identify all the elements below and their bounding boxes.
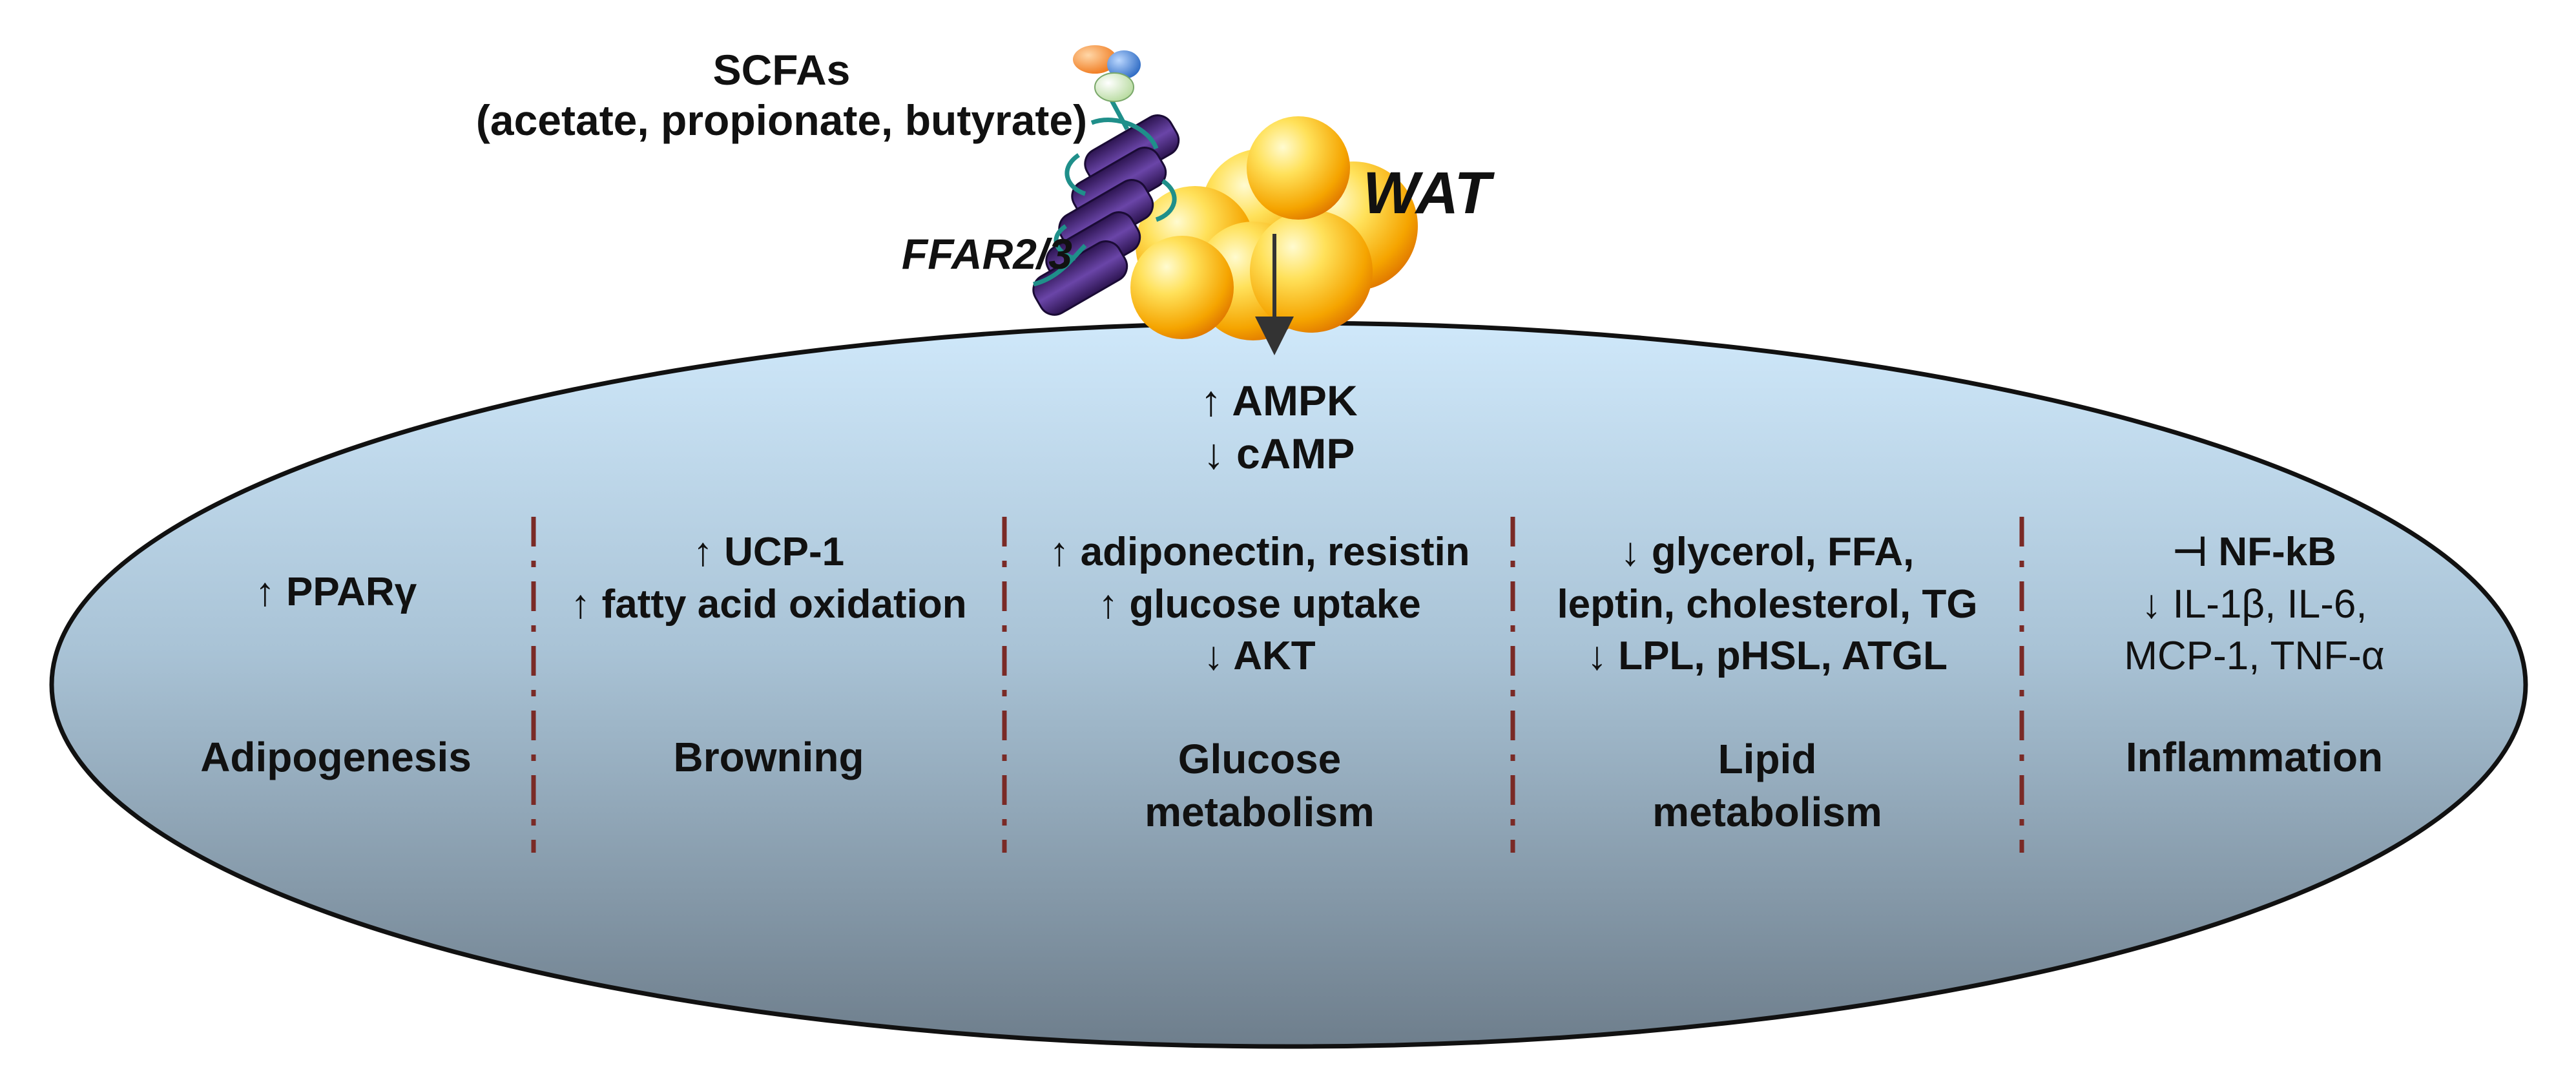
effect-line: ↓ LPL, pHSL, ATGL (1587, 634, 1948, 679)
adipocyte-cluster-icon (1130, 116, 1418, 340)
category-line: metabolism (1145, 788, 1375, 835)
adipogenesis-category: Adipogenesis (123, 733, 549, 782)
category-line: metabolism (1652, 788, 1882, 835)
effect-line: ↑ adiponectin, resistin (1049, 530, 1470, 574)
effect-line: ↓ AKT (1203, 634, 1316, 679)
scfas-subtitle: (acetate, propionate, butyrate) (475, 96, 1088, 144)
effect-line: MCP-1, TNF-α (2124, 634, 2385, 679)
browning-effects: ↑ UCP-1 ↑ fatty acid oxidation (536, 526, 1001, 630)
category-line: Inflammation (2125, 734, 2384, 780)
ampk-line: ↑ AMPK (1200, 377, 1358, 424)
category-line: Adipogenesis (200, 734, 472, 780)
effect-line: ↑ PPARγ (254, 570, 417, 614)
receptor-label: FFAR2/3 (901, 230, 1072, 278)
browning-category: Browning (536, 733, 1001, 782)
effect-line: ↑ fatty acid oxidation (570, 581, 967, 627)
effect-line: ↓ IL-1β, IL-6, (2141, 581, 2367, 627)
lipid-effects: ↓ glycerol, FFA, leptin, cholesterol, TG… (1515, 526, 2019, 683)
scfas-label: SCFAs (acetate, propionate, butyrate) (446, 45, 1117, 146)
category-line: Browning (673, 734, 864, 780)
effect-line: leptin, cholesterol, TG (1557, 581, 1978, 627)
scfa-ligand-icon (1073, 45, 1141, 130)
category-line: Lipid (1718, 736, 1817, 782)
effect-line: ↑ glucose uptake (1098, 581, 1421, 627)
effect-line: ↓ glycerol, FFA, (1620, 530, 1915, 574)
category-line: Glucose (1178, 736, 1342, 782)
camp-line: ↓ cAMP (1203, 429, 1355, 477)
inflammation-effects: ⊣ NF-kB ↓ IL-1β, IL-6, MCP-1, TNF-α (2028, 526, 2480, 683)
ffar-receptor-icon (1032, 114, 1180, 316)
adipogenesis-effects: ↑ PPARγ (149, 568, 523, 616)
glucose-category: Glucose metabolism (1008, 733, 1511, 839)
effect-line: ↑ UCP-1 (692, 530, 845, 574)
signal-cascade: ↑ AMPK ↓ cAMP (1085, 375, 1473, 481)
scfas-title: SCFAs (712, 46, 851, 94)
lipid-category: Lipid metabolism (1515, 733, 2019, 839)
effect-line: ⊣ NF-kB (2172, 530, 2336, 574)
glucose-effects: ↑ adiponectin, resistin ↑ glucose uptake… (1008, 526, 1511, 683)
inflammation-category: Inflammation (2028, 733, 2480, 782)
tissue-label: WAT (1363, 160, 1491, 226)
